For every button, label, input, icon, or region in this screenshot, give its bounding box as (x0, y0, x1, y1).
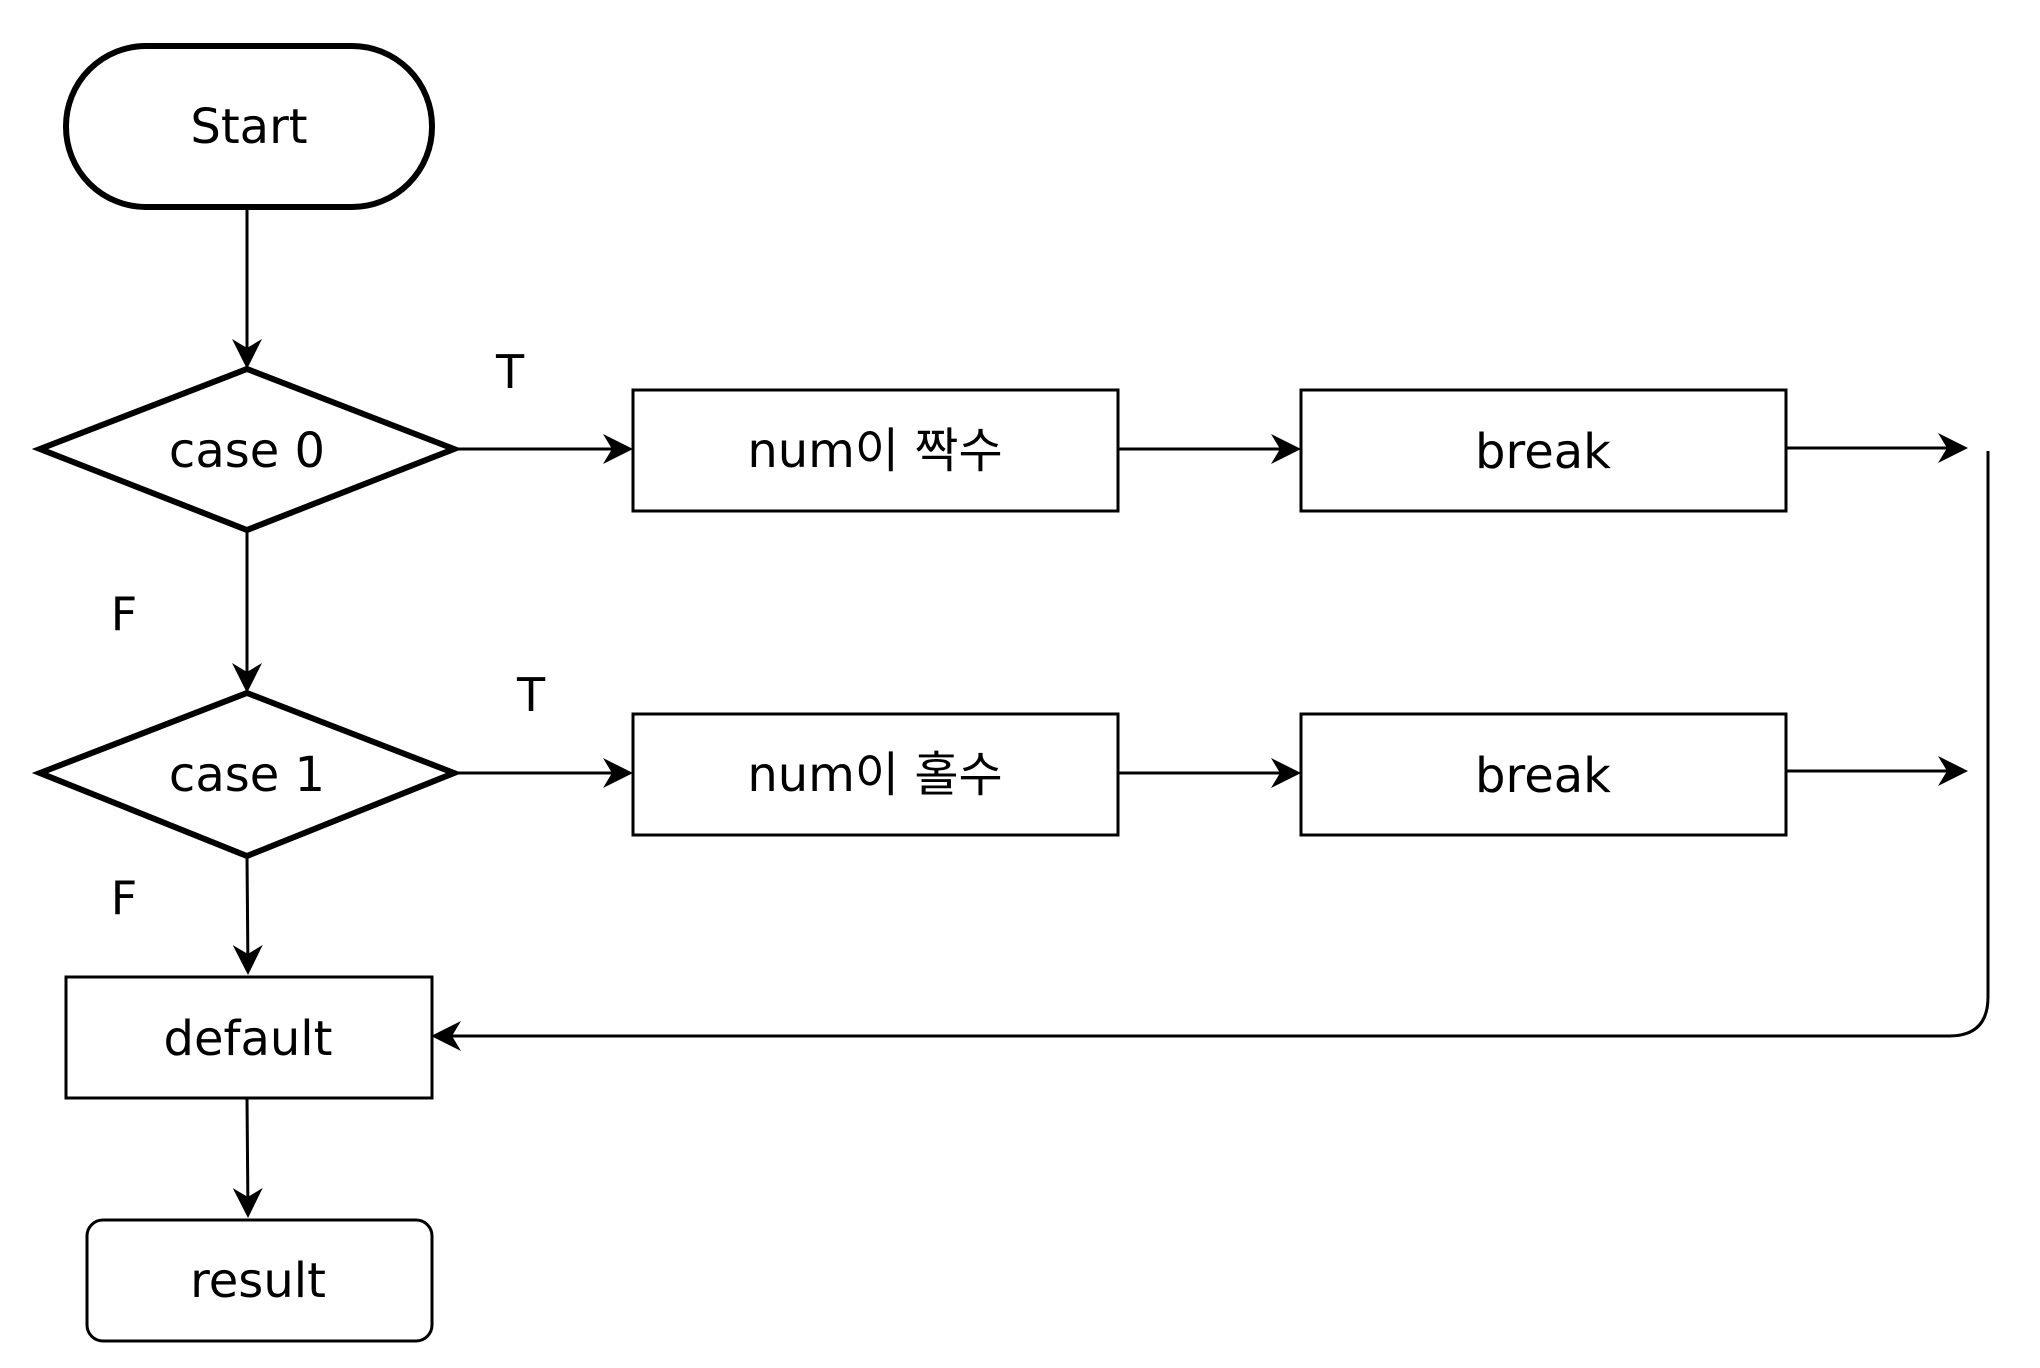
break1-process-box (1299, 388, 1788, 513)
break1-label: break (1475, 424, 1611, 480)
start-label: Start (190, 99, 307, 155)
edge-default-to-result (232, 1097, 263, 1218)
odd-process: num이 홀수 (631, 712, 1120, 837)
break2-process: break (1299, 712, 1788, 837)
break1-process: break (1299, 388, 1788, 513)
case1-label: case 1 (169, 747, 325, 803)
case1-false-label: F (111, 871, 137, 925)
break2-label: break (1475, 748, 1611, 804)
result-rounded-box (85, 1218, 434, 1343)
case1-true-label: T (516, 668, 546, 722)
result-node: result (85, 1218, 434, 1343)
case1-decision: case 1 (31, 689, 463, 860)
default-label: default (164, 1011, 333, 1067)
edge-case1-to-default (232, 855, 263, 975)
case0-label: case 0 (169, 423, 325, 479)
case1-diamond-shape (31, 689, 463, 860)
even-process: num이 짝수 (631, 388, 1120, 513)
default-process-box (64, 975, 434, 1100)
case0-true-label: T (495, 345, 525, 399)
odd-label: num이 홀수 (747, 747, 1002, 803)
case0-false-label: F (111, 587, 137, 641)
edges (232, 207, 1990, 1218)
start-terminator-shape (63, 43, 435, 210)
case0-decision: case 0 (31, 365, 463, 534)
break2-process-box (1299, 712, 1788, 837)
case0-diamond-shape (31, 365, 463, 534)
edge-merge-to-default (431, 451, 1990, 1051)
odd-process-box (631, 712, 1120, 837)
even-label: num이 짝수 (747, 423, 1002, 479)
start-node: Start (63, 43, 435, 210)
default-process: default (64, 975, 434, 1100)
result-label: result (190, 1253, 326, 1309)
even-process-box (631, 388, 1120, 513)
